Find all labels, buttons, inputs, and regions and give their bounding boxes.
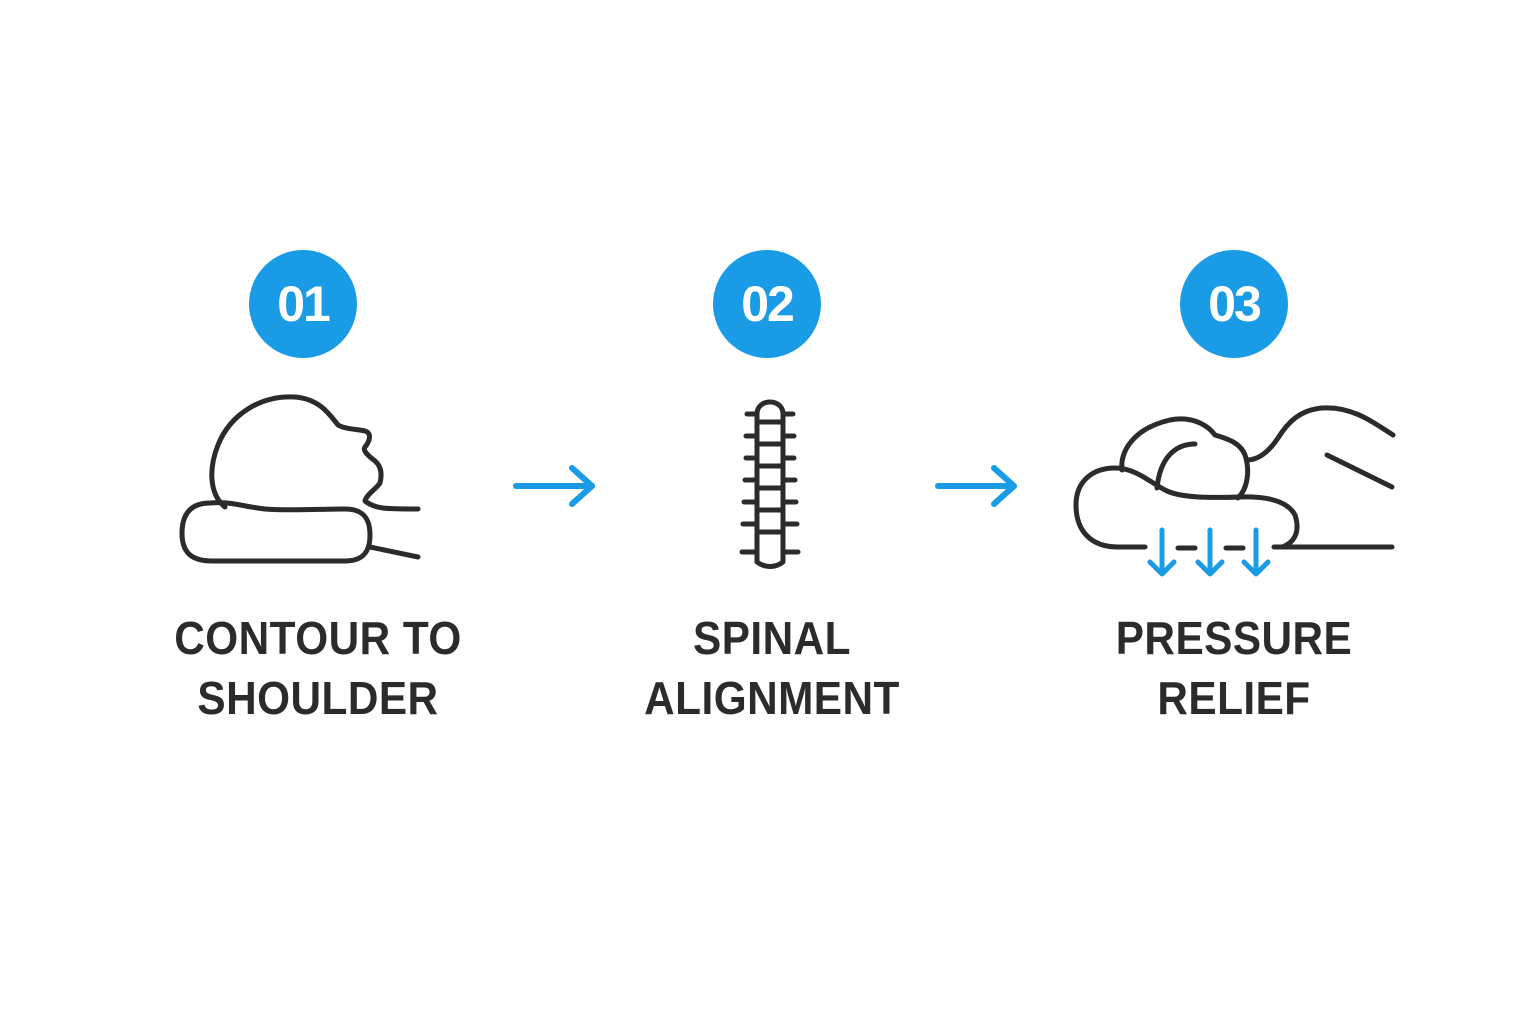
step-title: CONTOUR TO SHOULDER	[134, 608, 502, 728]
step-title-line: SPINAL	[693, 612, 851, 664]
spine-icon	[739, 399, 801, 569]
arrow-right-icon	[513, 465, 595, 507]
arrow-right-icon	[935, 465, 1017, 507]
step-title: SPINAL ALIGNMENT	[588, 608, 956, 728]
pressure-relief-pillow-icon	[1073, 405, 1396, 577]
step-title: PRESSURE RELIEF	[1050, 608, 1418, 728]
step-title-line: PRESSURE	[1115, 612, 1353, 664]
step-title-line: RELIEF	[1157, 672, 1311, 724]
step-number-badge: 02	[713, 250, 821, 358]
step-number-badge: 03	[1180, 250, 1288, 358]
head-on-contour-pillow-icon	[179, 394, 421, 564]
step-title-line: ALIGNMENT	[644, 672, 900, 724]
step-title-line: SHOULDER	[197, 672, 439, 724]
step-title-line: CONTOUR TO	[174, 612, 462, 664]
step-number-badge: 01	[249, 250, 357, 358]
